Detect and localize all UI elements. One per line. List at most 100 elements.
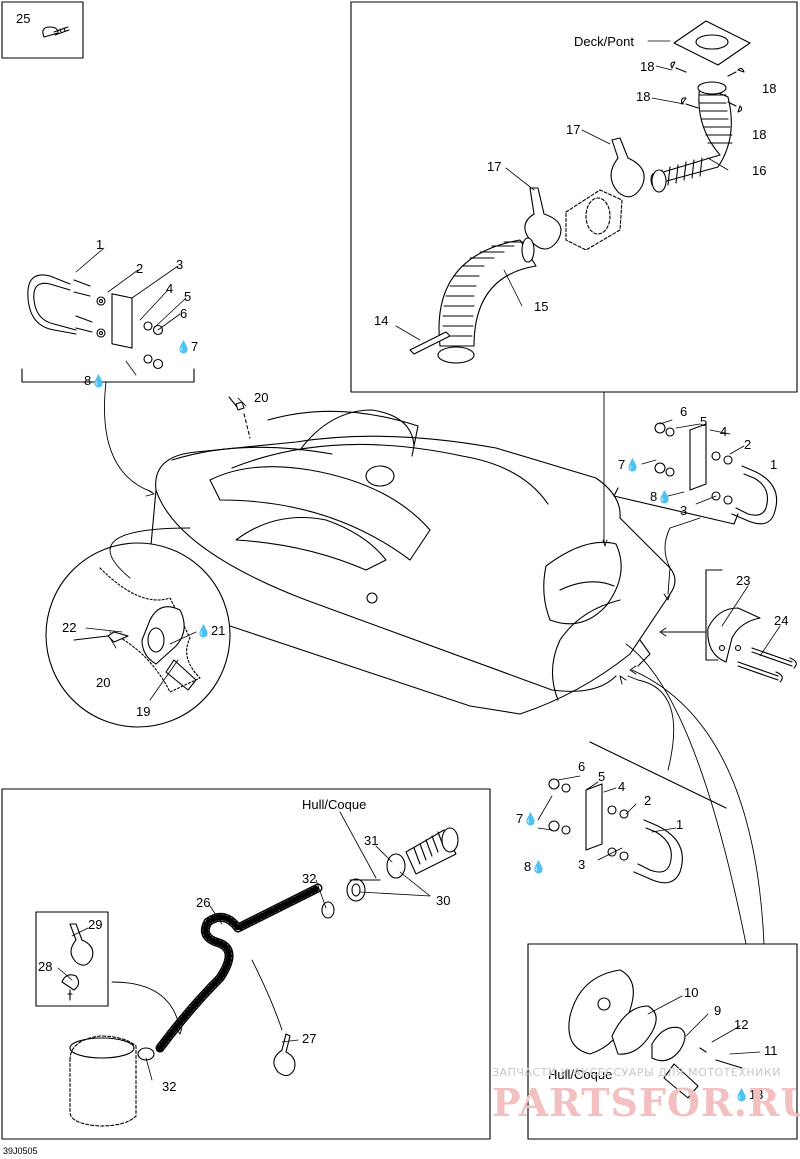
callout-8-a: 8💧 xyxy=(84,373,107,389)
callout-1-b: 1 xyxy=(770,457,778,472)
callout-2-c: 2 xyxy=(644,793,652,808)
bracket-right-lower xyxy=(589,741,727,809)
fastener-20-top xyxy=(228,396,251,439)
callout-32-b: 32 xyxy=(162,1079,177,1094)
vent-hose-15 xyxy=(437,237,537,364)
callout-3-a: 3 xyxy=(176,257,184,272)
callout-4-a: 4 xyxy=(166,281,174,296)
bracket-top-left xyxy=(21,368,195,383)
fitting-30 xyxy=(346,827,459,902)
callout-6-a: 6 xyxy=(180,306,188,321)
callout-26: 26 xyxy=(196,895,211,910)
callout-1-c: 1 xyxy=(676,817,684,832)
frame-bilge-pump xyxy=(1,788,491,1140)
callout-7-b: 7💧 xyxy=(618,457,641,473)
vent-hose-16 xyxy=(650,81,733,193)
callout-28: 28 xyxy=(38,959,53,974)
callout-22: 22 xyxy=(62,620,77,635)
callout-20-b: 20 xyxy=(96,675,111,690)
frame-bracket-28-29 xyxy=(35,911,109,1007)
callout-19: 19 xyxy=(136,704,151,719)
clamp-17-upper xyxy=(610,137,645,198)
callout-14: 14 xyxy=(374,313,389,328)
drop-icon: 💧 xyxy=(91,374,107,388)
callout-27: 27 xyxy=(302,1031,317,1046)
drop-icon: 💧 xyxy=(657,490,673,504)
vent-fitting-dashed xyxy=(565,189,623,251)
callout-18-d: 18 xyxy=(752,127,767,142)
hull-annotation-top: Hull/Coque xyxy=(302,797,367,812)
hull-annotation-bottom: Hull/Coque xyxy=(548,1067,613,1082)
bracket-28-29-parts xyxy=(61,923,94,1001)
callout-12: 12 xyxy=(734,1017,749,1032)
watermark-line1: ЗАПЧАСТИ И АКСЕССУАРЫ ДЛЯ МОТОТЕХНИКИ xyxy=(492,1066,781,1079)
drop-icon: 💧 xyxy=(625,458,641,472)
callout-4-b: 4 xyxy=(720,424,728,439)
callout-32-a: 32 xyxy=(302,871,317,886)
bilge-hose-26 xyxy=(155,883,323,1053)
drop-icon: 💧 xyxy=(196,624,211,638)
callout-6-c: 6 xyxy=(578,759,586,774)
callout-5-b: 5 xyxy=(700,414,708,429)
callout-31: 31 xyxy=(364,833,379,848)
drain-plug-assembly xyxy=(568,969,743,1099)
callout-9: 9 xyxy=(714,1003,722,1018)
frame-ventilation xyxy=(350,1,798,393)
flow-arrows xyxy=(104,381,765,1035)
screws-24 xyxy=(737,647,797,683)
callout-6-b: 6 xyxy=(680,404,688,419)
callout-24: 24 xyxy=(774,613,789,628)
clamps-32 xyxy=(137,901,335,1061)
callout-7-a: 💧7 xyxy=(176,339,199,355)
frame-drain-plug xyxy=(527,943,798,1140)
callout-16: 16 xyxy=(752,163,767,178)
leader-lines xyxy=(57,40,781,1081)
drop-icon: 💧 xyxy=(523,812,539,826)
watermark-logo: PARTSFOR.RU xyxy=(492,1080,800,1125)
deck-plate-icon xyxy=(673,20,751,66)
callout-18-a: 18 xyxy=(640,59,655,74)
callout-2-b: 2 xyxy=(744,437,752,452)
callout-8-b: 8💧 xyxy=(650,489,673,505)
callout-4-c: 4 xyxy=(618,779,626,794)
clamp-27 xyxy=(273,1033,296,1077)
detail-circle xyxy=(45,542,231,728)
callout-8-c: 8💧 xyxy=(524,859,547,875)
drop-icon: 💧 xyxy=(734,1088,749,1102)
cover-23 xyxy=(707,607,761,663)
u-bolt-right-middle xyxy=(654,422,778,525)
screw-25-icon xyxy=(42,26,70,38)
callout-30: 30 xyxy=(436,893,451,908)
callout-5-a: 5 xyxy=(184,289,192,304)
tie-14 xyxy=(409,331,451,355)
callout-20-a: 20 xyxy=(254,390,269,405)
callout-2-a: 2 xyxy=(136,261,144,276)
clamp-17-lower xyxy=(524,187,562,250)
callout-7-c: 7💧 xyxy=(516,811,539,827)
screws-18 xyxy=(670,61,745,113)
u-bolt-top-left xyxy=(27,274,164,370)
callout-1-a: 1 xyxy=(96,237,104,252)
callout-3-b: 3 xyxy=(680,503,688,518)
callout-23: 23 xyxy=(736,573,751,588)
frame-25 xyxy=(1,1,84,59)
callout-5-c: 5 xyxy=(598,769,606,784)
callout-15: 15 xyxy=(534,299,549,314)
callout-18-c: 18 xyxy=(636,89,651,104)
callout-18-b: 18 xyxy=(762,81,777,96)
bilge-pump-icon xyxy=(69,1035,137,1127)
bracket-23-24 xyxy=(705,569,723,661)
drop-icon: 💧 xyxy=(531,860,547,874)
bracket-right-middle xyxy=(613,487,739,525)
callout-17-b: 17 xyxy=(487,159,502,174)
callout-11: 11 xyxy=(764,1043,778,1058)
callout-29: 29 xyxy=(88,917,103,932)
boat-hull-icon xyxy=(149,409,676,715)
drop-icon: 💧 xyxy=(176,340,191,354)
deck-annotation: Deck/Pont xyxy=(574,34,634,49)
callout-13: 💧13 xyxy=(734,1087,764,1103)
diagram-code: 39J0505 xyxy=(3,1146,38,1156)
callout-3-c: 3 xyxy=(578,857,586,872)
callout-17-a: 17 xyxy=(566,122,581,137)
